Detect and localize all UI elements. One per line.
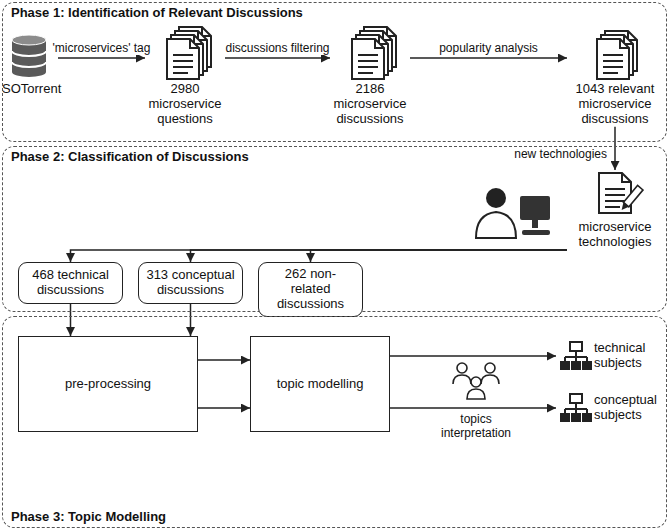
result-node: technical subjects [556,338,666,374]
note-label: topics interpretation [426,413,526,441]
document-stack [167,27,211,79]
hierarchy-icon [560,394,592,422]
process-box: topic modelling [250,336,390,432]
node-text: topic modelling [277,377,364,392]
phase-panel: Phase 3: Topic Modelling pre-processing to… [2,316,667,528]
connector-arrow [70,304,72,336]
node-text: SOTorrent [2,82,58,97]
document-stack [352,27,396,79]
node-text: 313 conceptual discussions [145,268,236,298]
edge-label: popularity analysis [437,41,540,55]
connector-arrow [225,57,330,59]
document-pencil-icon [619,185,643,212]
database-icon [12,35,46,77]
database-icon [12,51,46,67]
document-pencil-icon [619,202,629,212]
phase-title: Phase 2: Classification of Discussions [11,149,249,164]
node-text: 1043 relevant microservice discussions [567,82,663,127]
document-pencil-icon [599,173,631,213]
phase-title: Phase 1: Identification of Relevant Disc… [11,5,303,20]
document-node: 2980 microservice questions [145,28,225,127]
document-node: 1043 relevant microservice discussions [567,28,663,127]
document-stack [352,39,384,79]
researcher-icon [522,230,550,235]
connector-arrow [191,250,568,262]
connector-arrow [614,127,616,170]
connector-arrow [198,359,250,361]
document-node: 2186 microservice discussions [330,28,410,127]
database-icon [12,40,46,77]
connector-arrow [390,355,556,357]
document-pencil-icon [599,173,643,213]
document-node: microservice technologies [567,170,663,250]
phase-panel: Phase 2: Classification of Discussions mi… [2,146,667,312]
node-text: microservice technologies [567,220,663,250]
hierarchy-icon [560,342,592,370]
result-node: conceptual subjects [556,390,666,426]
connector-arrow [198,407,250,409]
edge-label: discussions filtering [223,41,331,55]
people-group-icon [453,375,471,384]
connector-arrow [410,57,567,59]
node-text: 262 non-related discussions [265,267,356,312]
node-text: 468 technical discussions [25,268,116,298]
people-group-icon [467,389,485,399]
node-text: technical subjects [594,341,666,371]
document-stack [167,39,199,79]
phase-title: Phase 3: Topic Modelling [11,509,166,524]
phase-panel: Phase 1: Identification of Relevant Disc… [2,2,667,142]
connector-arrow [311,250,568,262]
people-group-icon [485,363,495,373]
researcher-icon [520,196,550,220]
document-stack [597,39,629,79]
node-text: 2980 microservice questions [145,82,225,127]
researcher-icon [476,212,516,238]
connector-arrow [390,407,556,409]
class-box: 262 non-related discussions [258,262,363,317]
node-text: conceptual subjects [594,393,666,423]
document-pencil-icon [623,185,643,206]
researcher-icon [476,188,550,238]
edge-label: 'microservices' tag [51,41,153,55]
people-group-icon [453,363,499,399]
connector-arrow [58,57,145,59]
node-text: 2186 microservice discussions [330,82,410,127]
database-node: SOTorrent [2,28,58,97]
people-group-icon [457,363,467,373]
people-group-icon [481,375,499,384]
researcher-icon [532,220,538,228]
connector-arrow [71,250,568,262]
document-stack [597,31,637,79]
hierarchy-icon [560,394,592,422]
edge-label: new technologies [512,147,609,161]
node-text: pre-processing [65,377,151,392]
hierarchy-icon [560,342,592,370]
class-box: 313 conceptual discussions [138,262,243,304]
connector-arrow [190,304,192,336]
process-box: pre-processing [18,336,198,432]
researcher-icon [486,188,506,208]
people-group-icon [471,377,481,387]
class-box: 468 technical discussions [18,262,123,304]
database-icon [12,35,46,45]
